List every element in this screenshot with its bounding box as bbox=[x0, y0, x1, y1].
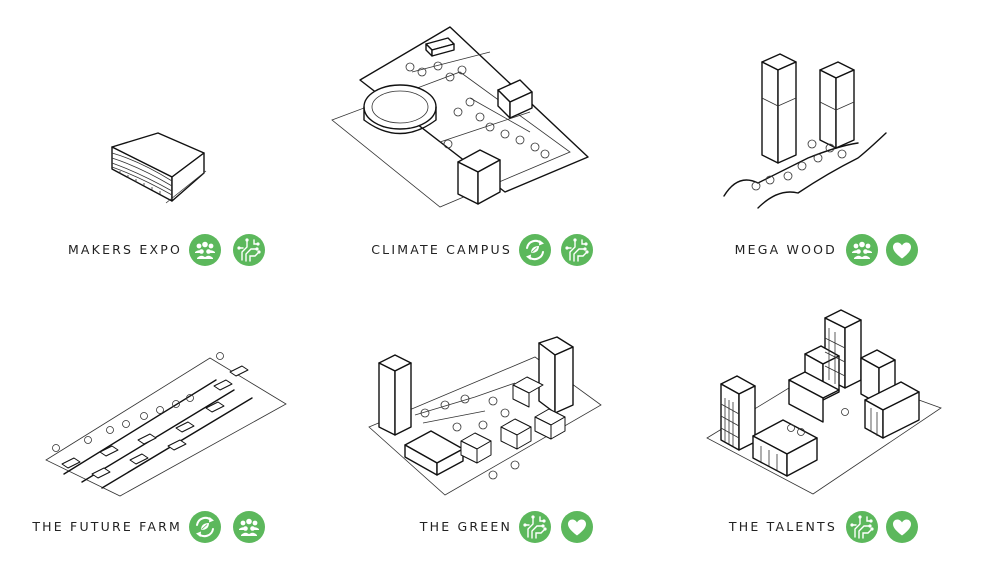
concept-label: CLIMATE CAMPUS bbox=[371, 242, 512, 257]
recycle-leaf-icon bbox=[189, 511, 221, 543]
circuit-icon bbox=[233, 234, 265, 266]
mega-wood-illustration bbox=[723, 53, 887, 209]
community-icon bbox=[846, 234, 878, 266]
the-talents-illustration bbox=[706, 309, 942, 495]
recycle-leaf-icon bbox=[519, 234, 551, 266]
concept-label: MAKERS EXPO bbox=[67, 242, 182, 257]
heart-icon bbox=[886, 234, 918, 266]
makers-expo-illustration bbox=[111, 132, 207, 204]
heart-icon bbox=[886, 511, 918, 543]
the-future-farm-illustration bbox=[45, 352, 287, 497]
community-icon bbox=[233, 511, 265, 543]
concept-label: MEGA WOOD bbox=[734, 242, 837, 257]
the-green-illustration bbox=[368, 336, 602, 496]
climate-campus-illustration bbox=[331, 26, 589, 208]
concept-label: THE TALENTS bbox=[728, 519, 837, 534]
circuit-icon bbox=[519, 511, 551, 543]
community-icon bbox=[189, 234, 221, 266]
circuit-icon bbox=[846, 511, 878, 543]
circuit-icon bbox=[561, 234, 593, 266]
heart-icon bbox=[561, 511, 593, 543]
concept-label: THE FUTURE FARM bbox=[32, 519, 182, 534]
concept-label: THE GREEN bbox=[419, 519, 512, 534]
